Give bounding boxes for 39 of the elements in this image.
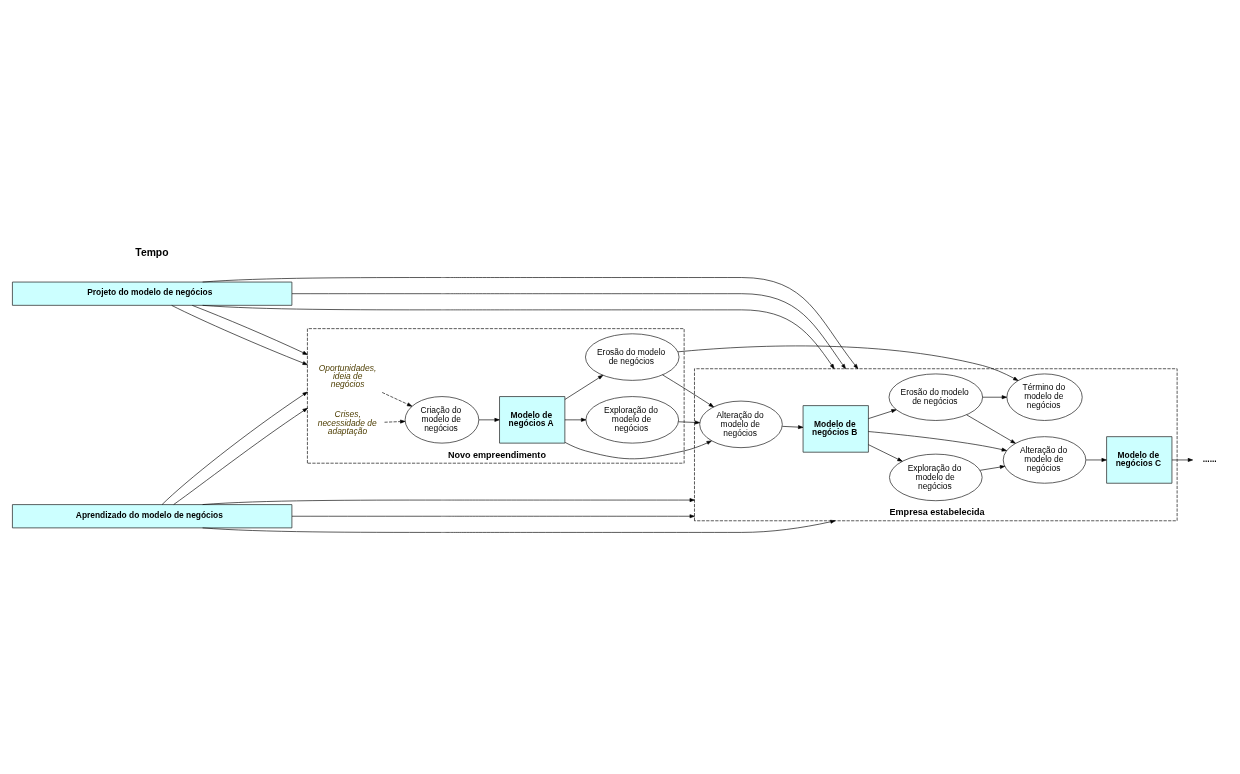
node-text: Crises, necessidade de adaptação: [317, 408, 377, 436]
arrow: [384, 419, 406, 423]
arrow: [966, 414, 1016, 444]
arrow: [291, 513, 695, 518]
arrow: [381, 391, 413, 407]
arrow: [1085, 457, 1107, 462]
node-box: Modelo de negócios B: [802, 404, 869, 453]
label: Tempo: [135, 246, 169, 258]
arrow: [979, 464, 1006, 471]
arrow: [191, 304, 308, 355]
arrow: [478, 417, 500, 422]
arrow: [202, 304, 835, 369]
arrow: [161, 391, 308, 505]
arrow: [291, 292, 846, 369]
node-text: Oportunidades, ideia de negócios: [318, 362, 377, 389]
arrow: [564, 374, 604, 400]
arrow: [202, 519, 836, 533]
arrow: [202, 276, 859, 369]
arrow: [1171, 457, 1193, 462]
arrow: [564, 417, 587, 422]
node-box: Projeto do modelo de negócios: [12, 281, 293, 306]
arrow: [982, 394, 1007, 399]
arrow: [171, 304, 308, 365]
arrow: [868, 443, 903, 462]
arrow: [662, 374, 714, 407]
node-box: Modelo de negócios A: [499, 395, 566, 444]
arrow: [564, 440, 712, 459]
node-text: ......: [1202, 453, 1217, 464]
node-box: Aprendizado do modelo de negócios: [12, 503, 293, 528]
arrow: [868, 430, 1007, 451]
node-box: Modelo de negócios C: [1106, 435, 1173, 484]
arrow: [782, 424, 804, 429]
arrow: [677, 345, 1019, 381]
arrow: [202, 497, 695, 505]
arrow: [678, 420, 700, 424]
node-ellipse: Exploração do modelo de negócios: [585, 395, 679, 444]
arrow: [868, 408, 897, 419]
arrow: [173, 407, 308, 505]
node-ellipse: Exploração do modelo de negócios: [889, 453, 983, 501]
